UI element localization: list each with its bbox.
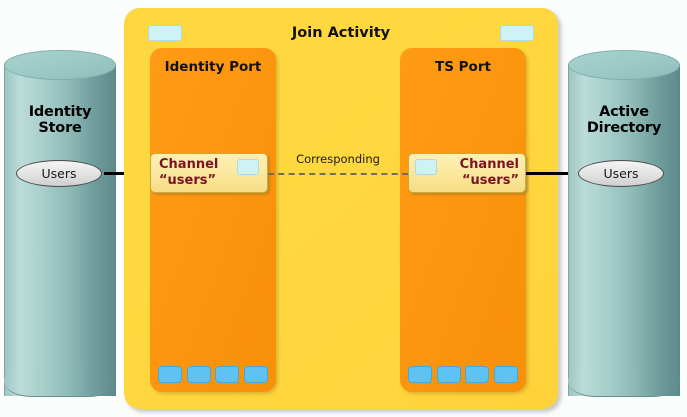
port-identity[interactable]: Identity Port: [150, 48, 276, 392]
store-name-line2: Directory: [586, 120, 662, 137]
corresponding-dashed-link: [268, 173, 408, 175]
store-name-line2: Store: [38, 120, 82, 137]
cylinder-bottom-cap: [568, 366, 680, 397]
port-ts[interactable]: TS Port: [400, 48, 526, 392]
datastore-identity-store[interactable]: Identity Store: [4, 50, 116, 410]
channel-port-tab-icon[interactable]: [415, 159, 437, 175]
port-chip[interactable]: [493, 366, 518, 383]
cylinder-body: [4, 64, 116, 396]
channel-box-ts[interactable]: Channel “users”: [408, 153, 526, 193]
channel-label-line2: “users”: [461, 172, 519, 188]
cylinder-top-cap: [4, 50, 116, 80]
channel-box-ts-label: Channel “users”: [443, 157, 519, 189]
datastore-active-directory[interactable]: Active Directory: [568, 50, 680, 410]
connector-line-right: [526, 172, 578, 175]
port-identity-chip-row: [158, 366, 268, 383]
datastore-active-directory-label: Active Directory: [568, 104, 680, 136]
port-chip[interactable]: [158, 366, 182, 383]
join-activity-title: Join Activity: [291, 25, 391, 41]
datastore-identity-store-label: Identity Store: [4, 104, 116, 136]
port-ts-title: TS Port: [435, 59, 491, 75]
cylinder-top-cap: [568, 50, 680, 80]
channel-label-line1: Channel: [459, 157, 519, 172]
panel-port-tab-right-icon[interactable]: [500, 25, 534, 41]
entity-users-left[interactable]: Users: [16, 160, 102, 187]
channel-box-identity[interactable]: Channel “users”: [150, 153, 268, 193]
channel-label-line1: Channel: [159, 157, 219, 172]
entity-users-right-label: Users: [603, 166, 639, 181]
port-chip[interactable]: [186, 366, 211, 383]
port-chip[interactable]: [408, 366, 432, 383]
channel-port-tab-icon[interactable]: [237, 159, 259, 175]
entity-users-left-label: Users: [41, 166, 77, 181]
cylinder-bottom-cap: [4, 366, 116, 397]
store-name-line1: Active: [599, 104, 649, 120]
port-chip[interactable]: [243, 366, 268, 383]
entity-users-right[interactable]: Users: [578, 160, 664, 187]
port-chip[interactable]: [215, 366, 240, 383]
cylinder-body: [568, 64, 680, 396]
corresponding-label: Corresponding: [296, 152, 380, 166]
channel-box-identity-label: Channel “users”: [159, 157, 235, 189]
port-chip[interactable]: [465, 366, 490, 383]
channel-label-line2: “users”: [159, 172, 217, 188]
port-chip[interactable]: [436, 366, 461, 383]
port-ts-chip-row: [408, 366, 518, 383]
store-name-line1: Identity: [28, 104, 92, 120]
port-identity-title: Identity Port: [164, 59, 262, 75]
panel-port-tab-left-icon[interactable]: [148, 25, 182, 41]
